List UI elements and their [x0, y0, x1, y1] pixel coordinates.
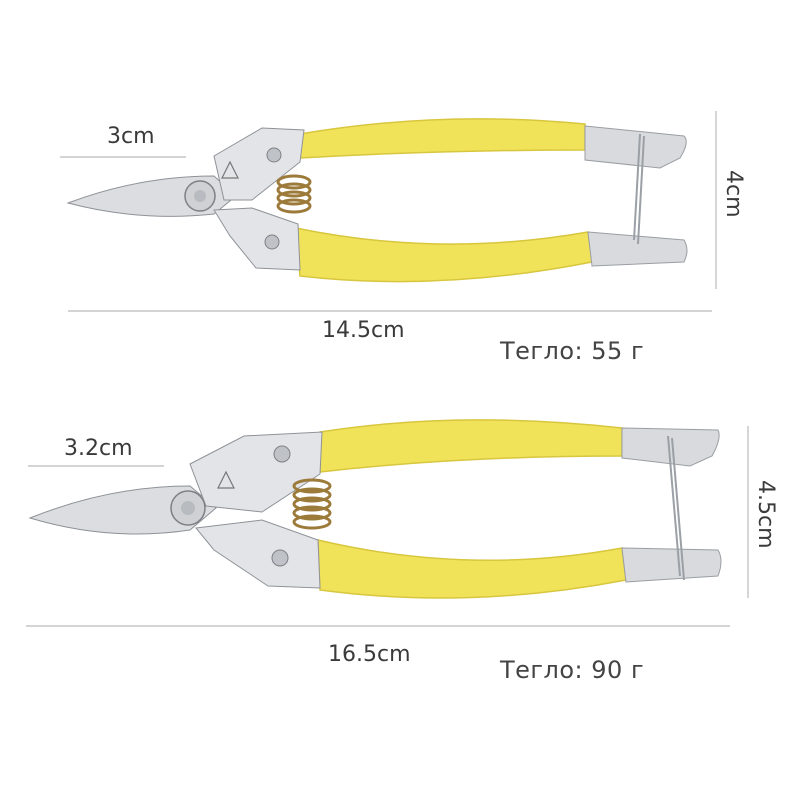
height-label: 4.5cm [753, 480, 778, 549]
length-label: 14.5cm [322, 318, 405, 343]
small-scissors-image [60, 111, 717, 312]
large-scissors-image [26, 419, 749, 627]
length-label: 16.5cm [328, 642, 411, 667]
weight-label: Тегло: 55 г [500, 337, 645, 365]
height-label: 4cm [721, 170, 746, 218]
weight-label: Тегло: 90 г [500, 656, 645, 684]
product-large: 3.2cm 16.5cm Тегло: 90 г 4.5cm [0, 400, 800, 800]
blade-width-label: 3cm [107, 124, 155, 149]
product-small: 3cm 14.5cm Тегло: 55 г 4cm [60, 111, 746, 365]
blade-width-label: 3.2cm [64, 436, 133, 461]
